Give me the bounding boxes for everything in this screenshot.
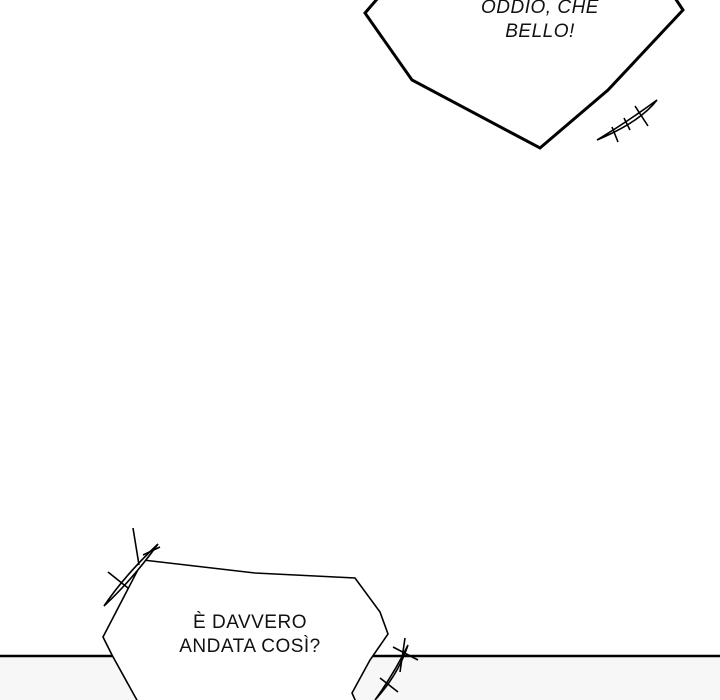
speech-line: ODDIO, CHE bbox=[481, 0, 599, 18]
speech-bubble-bottom bbox=[102, 559, 389, 700]
sparkle-mark-left bbox=[103, 527, 161, 607]
speech-line: È DAVVERO bbox=[193, 612, 307, 633]
speech-text-top: ODDIO, CHE BELLO! bbox=[420, 0, 660, 44]
sparkle-mark-top bbox=[596, 99, 658, 143]
sparkle-mark-right bbox=[374, 637, 419, 700]
speech-bubble-top bbox=[363, 0, 685, 150]
speech-text-bottom: È DAVVERO ANDATA COSÌ? bbox=[140, 611, 360, 659]
speech-line: BELLO! bbox=[505, 21, 575, 42]
speech-line: ANDATA COSÌ? bbox=[179, 636, 321, 657]
